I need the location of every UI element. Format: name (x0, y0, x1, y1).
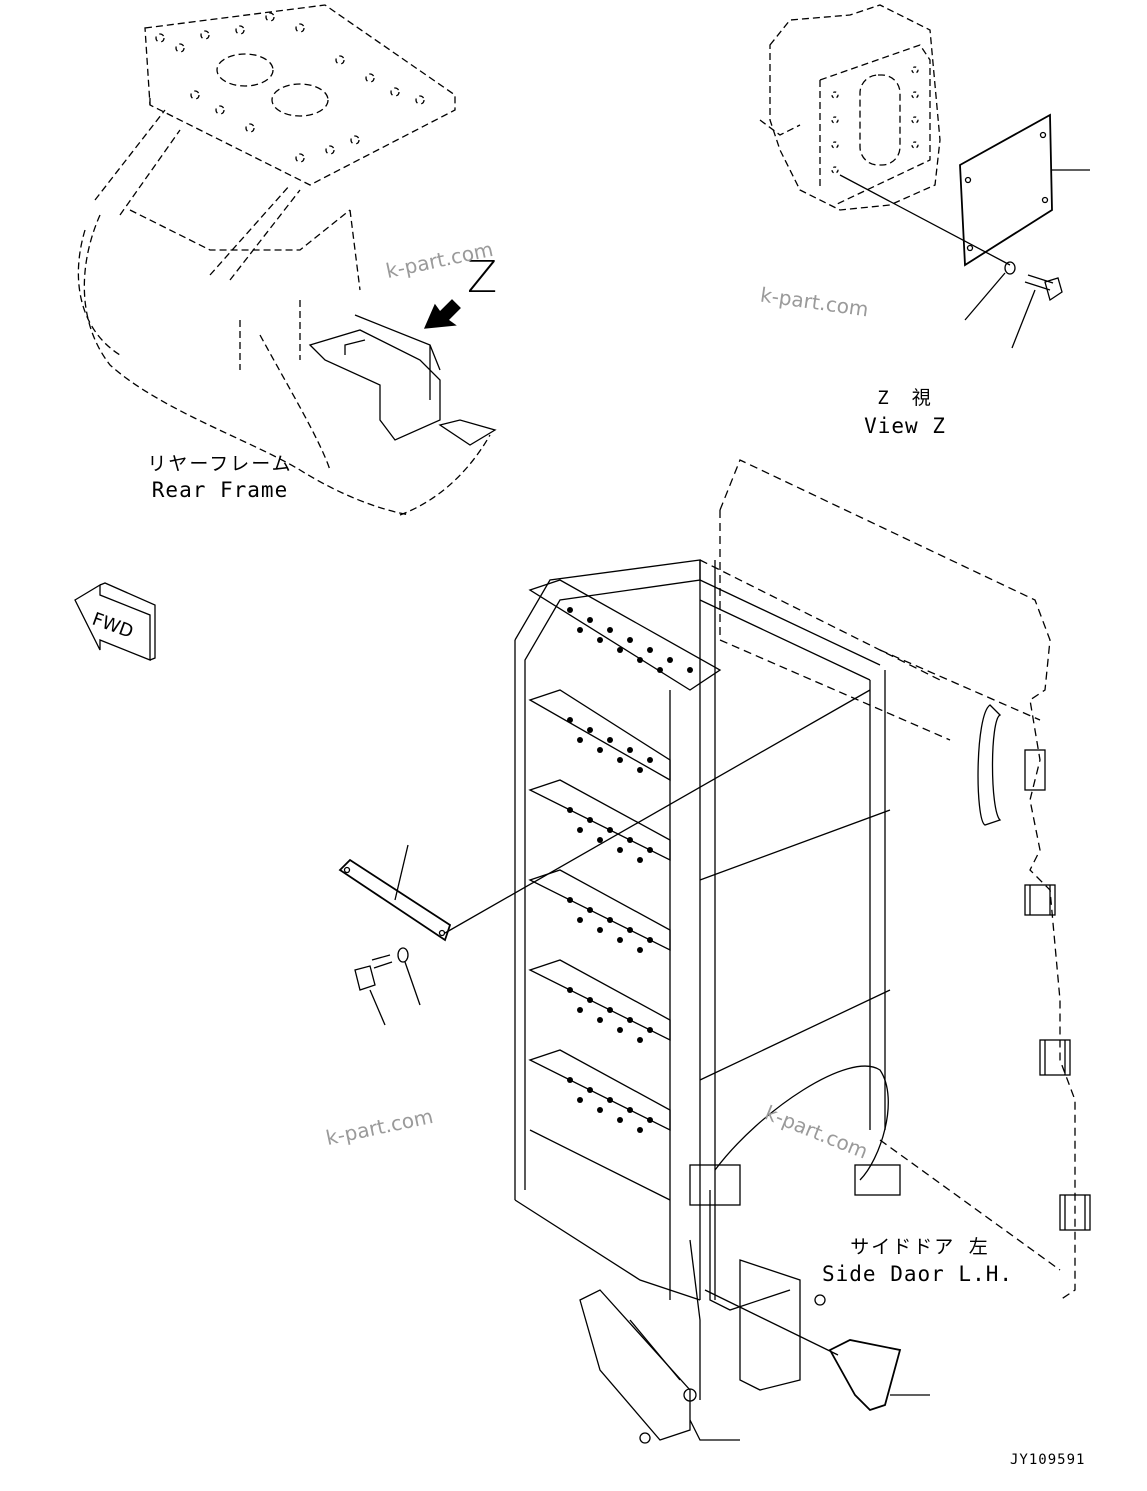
rear-frame-label-jp: リヤーフレーム (147, 453, 293, 475)
bolt-washer-z (839, 174, 1063, 349)
rear-frame-label-en: Rear Frame (151, 478, 289, 502)
bolt-washer-side (354, 947, 421, 1026)
view-z-drawing (759, 4, 1090, 349)
step-guard-plate (338, 689, 871, 942)
rear-frame-drawing (77, 4, 497, 516)
side-door-label-jp: サイドドア 左 (850, 1236, 990, 1258)
document-id: JY109591 (1010, 1452, 1086, 1468)
view-z-label-en: View Z (864, 414, 946, 438)
t-handle-key (704, 1289, 930, 1412)
cover-plate (959, 113, 1090, 267)
side-door-assembly (338, 459, 1091, 1444)
fwd-arrow-icon: FWD (74, 582, 156, 661)
view-z-label-jp: Z 視 (877, 387, 933, 409)
ladder-steps (528, 579, 722, 1300)
side-door-label-en: Side Daor L.H. (822, 1262, 1014, 1286)
step-perforations (567, 607, 693, 1133)
view-z-marker: Z (467, 252, 498, 303)
view-z-arrow-icon (423, 299, 461, 329)
hinge (1024, 749, 1091, 1231)
